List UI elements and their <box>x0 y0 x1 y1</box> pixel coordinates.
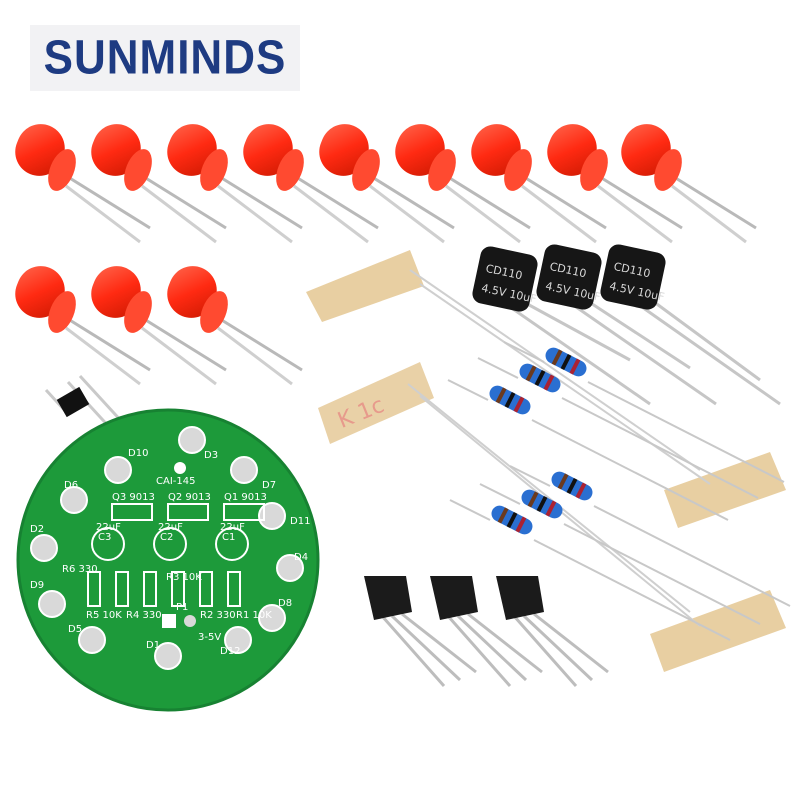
pcb-label-voltage: 3-5V <box>198 632 221 643</box>
pcb-label-d2: D2 <box>30 524 44 535</box>
pcb-label-r2: R2 330 <box>200 610 236 621</box>
pcb-label-cap-value-3: 22uF <box>220 522 245 533</box>
capacitor-3: CD110 4.5V 10uF <box>600 244 781 406</box>
pcb-label-q1: Q1 9013 <box>224 492 267 503</box>
led-row-2 <box>6 257 304 386</box>
pcb-label-c3: C3 <box>98 532 111 543</box>
pcb-label-q3: Q3 9013 <box>112 492 155 503</box>
pcb-label-d7: D7 <box>262 480 276 491</box>
capacitors: CD110 4.5V 10uF CD110 4.5V 10uF CD110 4.… <box>472 244 781 406</box>
brand-logo: SUNMINDS <box>30 25 300 91</box>
pcb-label-d1: D1 <box>146 640 160 651</box>
pcb-label-p1: P1 <box>176 602 188 613</box>
pcb-label-d11: D11 <box>290 516 310 527</box>
led-row-1 <box>6 115 758 244</box>
pcb-label-d3: D3 <box>204 450 218 461</box>
pcb-label-c2: C2 <box>160 532 173 543</box>
capacitor-2: CD110 4.5V 10uF <box>536 244 717 406</box>
pcb-label-r5: R5 10K <box>86 610 122 621</box>
capacitor-1: CD110 4.5V 10uF <box>472 246 651 406</box>
pcb-label-r3: R3 10K <box>166 572 202 583</box>
pcb-label-c1: C1 <box>222 532 235 543</box>
pcb-label-cap-value-2: 22uF <box>158 522 183 533</box>
pcb-label-q2: Q2 9013 <box>168 492 211 503</box>
pcb-label-d10: D10 <box>128 448 148 459</box>
pcb-label-r4: R4 330 <box>126 610 162 621</box>
tape-strips: K 1c <box>306 250 786 672</box>
header-pin <box>44 374 126 432</box>
pcb-label-model: CAI-145 <box>156 476 195 487</box>
pcb-label-r1: R1 10K <box>236 610 272 621</box>
pcb-label-d9: D9 <box>30 580 44 591</box>
pcb-label-d5: D5 <box>68 624 82 635</box>
pcb-board: D10 D3 D7 D6 D2 D9 D5 D1 D8 D11 D4 D12 C… <box>16 408 320 712</box>
pcb-label-r6: R6 330 <box>62 564 98 575</box>
pcb-label-d4: D4 <box>294 552 308 563</box>
pcb-label-d12: D12 <box>220 646 240 657</box>
pcb-label-cap-value-1: 22uF <box>96 522 121 533</box>
pcb-label-d8: D8 <box>278 598 292 609</box>
pcb-label-d6: D6 <box>64 480 78 491</box>
transistors <box>362 574 610 688</box>
